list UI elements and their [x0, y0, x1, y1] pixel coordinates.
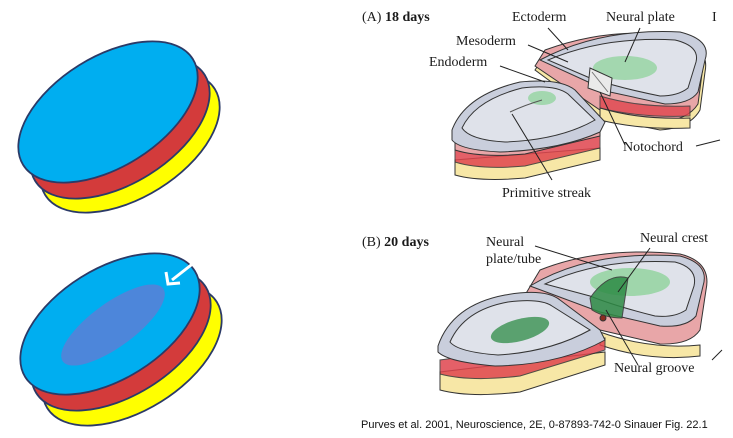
label-notochord: Notochord [623, 140, 683, 155]
leader-neural-groove-right [711, 349, 723, 361]
neural-plate-region [61, 284, 165, 366]
leader-ectoderm [547, 27, 569, 51]
panel-a-letter: (A) [362, 10, 382, 25]
figure-caption: Purves et al. 2001, Neuroscience, 2E, 0-… [361, 419, 708, 431]
neural-tube-shade-b [490, 316, 550, 344]
label-neural-crest: Neural crest [640, 231, 709, 246]
label-neural-line2: plate/tube [486, 252, 542, 267]
label-neural-line1: Neural [486, 235, 525, 250]
label-neural-groove: Neural groove [614, 361, 695, 376]
arrow-icon [164, 260, 196, 286]
leader-endoderm [499, 65, 546, 83]
panel-b-letter: (B) [362, 235, 381, 250]
label-cut-letter: I [712, 10, 717, 25]
label-endoderm: Endoderm [429, 55, 488, 70]
cut-edge-red [599, 95, 691, 117]
neural-plate-shade [593, 56, 657, 80]
trilaminar-disc-top [17, 40, 221, 214]
cut-edge-yellow [599, 107, 691, 129]
leader-neural-groove [605, 309, 639, 366]
label-neural-plate: Neural plate [606, 10, 675, 25]
leader-neural-plate-tube [534, 245, 613, 271]
primitive-node-shade [528, 91, 556, 105]
embryo-18-days [451, 27, 721, 181]
notochord-b [599, 314, 607, 322]
leader-neural-crest [617, 247, 651, 293]
label-ectoderm: Ectoderm [512, 10, 567, 25]
label-mesoderm: Mesoderm [456, 34, 516, 49]
neural-fold-b [589, 276, 629, 319]
panel-b-stage: 20 days [384, 235, 429, 250]
embryo-20-days [437, 245, 723, 396]
panel-a-heading: (A) 18 days [362, 11, 430, 25]
leader-notochord-right [695, 139, 721, 147]
panel-a-stage: 18 days [384, 10, 430, 25]
ectoderm-layer-blue [17, 40, 199, 184]
panel-b-heading: (B) 20 days [362, 236, 429, 250]
leader-notochord [599, 91, 626, 146]
leader-neural-plate [624, 27, 641, 63]
cut-edge-b [599, 331, 701, 359]
notochord-hatch [591, 71, 609, 93]
leader-primitive-streak [511, 113, 553, 181]
front-ectoderm-top [461, 86, 596, 143]
label-primitive-streak: Primitive streak [502, 186, 592, 201]
primitive-streak-line [509, 99, 543, 113]
leader-mesoderm [527, 44, 569, 63]
